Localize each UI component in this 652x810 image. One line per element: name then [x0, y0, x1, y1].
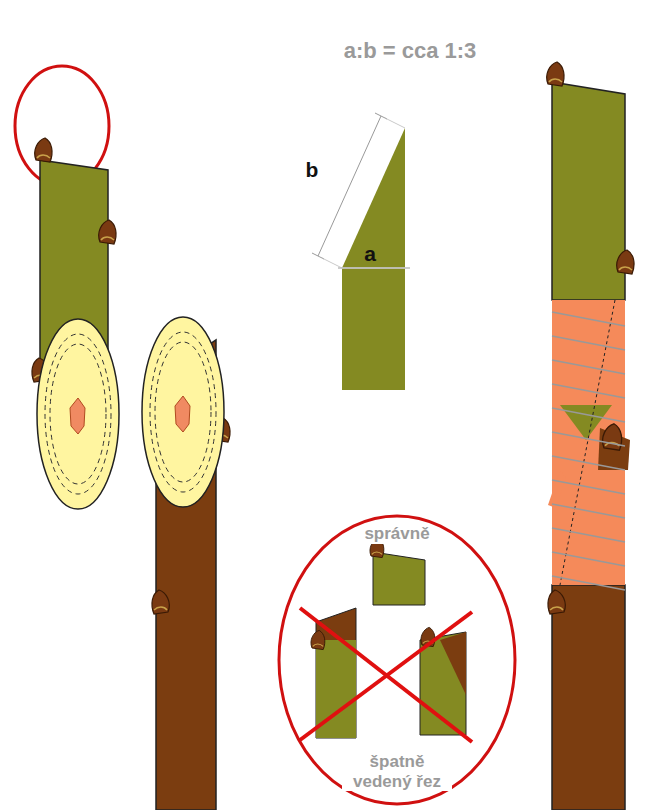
dimension-label: a: [360, 242, 380, 266]
ratio-label: a:b = cca 1:3: [290, 38, 530, 63]
cut-ratio-sketch: [312, 113, 410, 390]
dimension-label: b: [302, 158, 322, 182]
rootstock: [142, 317, 230, 810]
cut-comparison-ellipse: správně špatně vedený řez: [277, 514, 517, 806]
scion: [32, 138, 119, 509]
joined-graft: [547, 62, 634, 810]
wrong-label: špatně vedený řez: [342, 752, 452, 791]
correct-label: správně: [364, 524, 429, 544]
cut-examples: [300, 538, 472, 742]
